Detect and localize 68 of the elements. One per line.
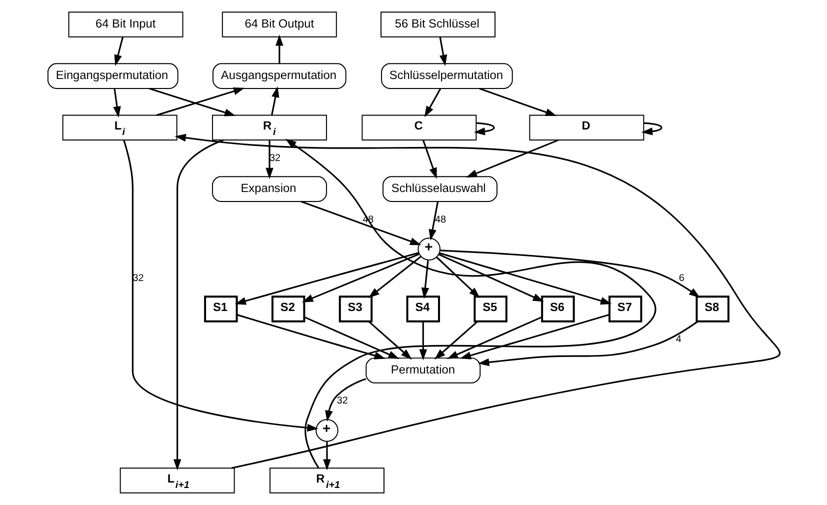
node-box: D bbox=[528, 114, 644, 140]
arrow bbox=[304, 316, 399, 360]
arrow bbox=[368, 320, 412, 360]
arrow bbox=[148, 88, 236, 116]
arrow bbox=[418, 321, 427, 360]
node-circle: + bbox=[417, 238, 440, 260]
arrow bbox=[270, 86, 279, 116]
arrow bbox=[301, 253, 419, 302]
arrow bbox=[265, 140, 273, 180]
arrow bbox=[438, 252, 612, 305]
edge-label: 6 bbox=[678, 272, 684, 284]
arrow bbox=[114, 36, 124, 66]
node-box: S4 bbox=[406, 296, 440, 322]
arrow bbox=[439, 250, 700, 298]
arrow bbox=[422, 140, 436, 179]
node-circle: + bbox=[315, 419, 338, 442]
arrow bbox=[122, 140, 318, 432]
arrow bbox=[459, 314, 610, 360]
arrow bbox=[236, 314, 386, 360]
node-box: L$_{i}$ bbox=[62, 114, 177, 140]
arrow bbox=[640, 122, 662, 136]
arrow bbox=[428, 201, 438, 240]
node-box: S1 bbox=[204, 296, 238, 322]
node-box: Eingangspermutation bbox=[46, 63, 178, 89]
arrow bbox=[172, 139, 224, 470]
edge-label: 4 bbox=[675, 334, 681, 346]
arrow bbox=[420, 260, 429, 299]
arrow bbox=[434, 320, 478, 360]
node-box: L$_{i+1}$ bbox=[119, 468, 234, 494]
node-box: R$_{i+1}$ bbox=[269, 468, 384, 494]
node-box: S6 bbox=[540, 296, 574, 322]
node-box: Permutation bbox=[365, 358, 480, 384]
arrow bbox=[368, 256, 421, 298]
node-box: R$_{i}$ bbox=[212, 114, 326, 140]
node-box: 56 Bit Schlüssel bbox=[380, 12, 495, 38]
arrow bbox=[300, 200, 421, 246]
node-box: 64 Bit Input bbox=[68, 12, 183, 38]
node-box: S3 bbox=[338, 296, 372, 322]
arrow bbox=[275, 34, 283, 64]
node-box: S8 bbox=[695, 296, 729, 322]
node-box: C bbox=[361, 114, 476, 140]
edge-label: 32 bbox=[336, 396, 348, 407]
arrow bbox=[234, 252, 419, 305]
arrow bbox=[112, 88, 120, 118]
node-box: Schlüsselpermutation bbox=[380, 63, 512, 89]
arrow bbox=[424, 88, 441, 118]
arrow bbox=[174, 134, 780, 469]
node-box: Ausgangspermutation bbox=[212, 63, 346, 89]
node-box: S5 bbox=[473, 296, 507, 322]
edge-label: 32 bbox=[132, 272, 144, 284]
arrow bbox=[478, 320, 698, 366]
node-box: S2 bbox=[270, 296, 305, 322]
arrow bbox=[473, 122, 494, 136]
arrow bbox=[436, 256, 480, 298]
arrow bbox=[324, 378, 366, 422]
arrow bbox=[284, 138, 656, 468]
arrow bbox=[438, 36, 447, 66]
edge-label: 48 bbox=[434, 214, 446, 226]
arrow bbox=[478, 88, 556, 116]
arrow bbox=[322, 442, 330, 470]
arrow bbox=[465, 139, 558, 178]
arrow bbox=[156, 87, 244, 116]
arrow bbox=[438, 254, 544, 302]
arrow bbox=[446, 316, 542, 360]
node-box: Expansion bbox=[212, 176, 326, 202]
node-box: Schlüsselauswahl bbox=[382, 176, 497, 202]
node-box: S7 bbox=[608, 296, 642, 322]
node-box: 64 Bit Output bbox=[221, 12, 336, 38]
